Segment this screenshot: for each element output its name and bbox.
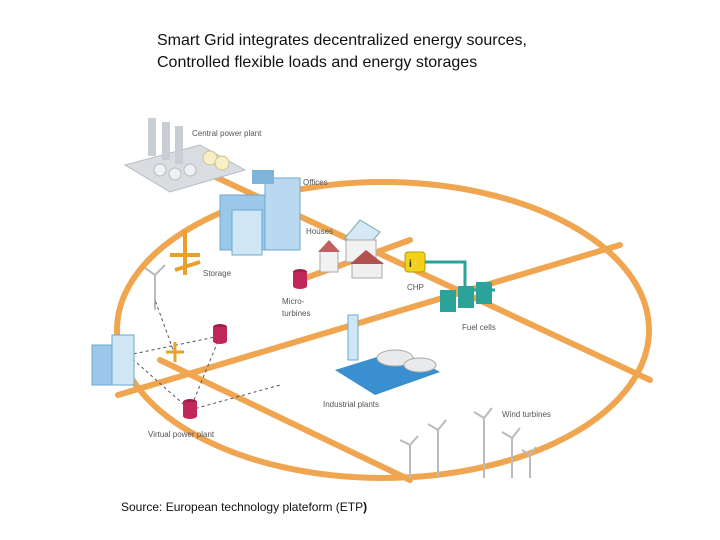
label-micro-turbines-1: Micro-	[282, 297, 305, 306]
vpp-storage-node-1	[213, 324, 227, 344]
vpp-storage-node-2	[183, 399, 197, 419]
label-industrial-plants: Industrial plants	[323, 400, 379, 409]
vpp-buildings	[91, 334, 135, 386]
label-micro-turbines-2: turbines	[282, 309, 310, 318]
wind-turbines	[144, 264, 537, 478]
label-virtual-power-plant: Virtual power plant	[148, 430, 215, 439]
title-line-2: Controlled flexible loads and energy sto…	[157, 54, 478, 71]
title-line-1: Smart Grid integrates decentralized ener…	[157, 32, 527, 49]
industrial-plants	[335, 314, 440, 395]
vpp-storage-icon	[166, 342, 184, 362]
label-houses: Houses	[306, 227, 333, 236]
micro-turbines-node	[293, 269, 307, 289]
diagram-title: Smart Grid integrates decentralized ener…	[157, 30, 527, 74]
label-chp: CHP	[407, 283, 424, 292]
offices-buildings	[219, 170, 301, 256]
source-paren: )	[363, 500, 368, 514]
chp-unit: i⚡	[404, 251, 426, 273]
storage-facility	[170, 230, 201, 275]
source-text: Source: European technology plateform (E…	[121, 500, 364, 514]
label-offices: Offices	[303, 178, 328, 187]
grid-line-vpp-to-industrial	[157, 357, 413, 483]
source-caption: Source: European technology plateform (E…	[121, 500, 367, 514]
label-storage: Storage	[203, 269, 232, 278]
svg-text:i⚡: i⚡	[409, 257, 424, 270]
label-central-power-plant: Central power plant	[192, 129, 262, 138]
houses	[318, 219, 384, 279]
label-wind-turbines: Wind turbines	[502, 410, 551, 419]
label-fuel-cells: Fuel cells	[462, 323, 496, 332]
grid-ring	[114, 179, 652, 481]
virtual-power-plant-links	[127, 299, 281, 411]
fuel-cells	[425, 260, 495, 312]
grid-line-west-to-east	[115, 242, 623, 398]
central-power-plant	[123, 118, 247, 193]
